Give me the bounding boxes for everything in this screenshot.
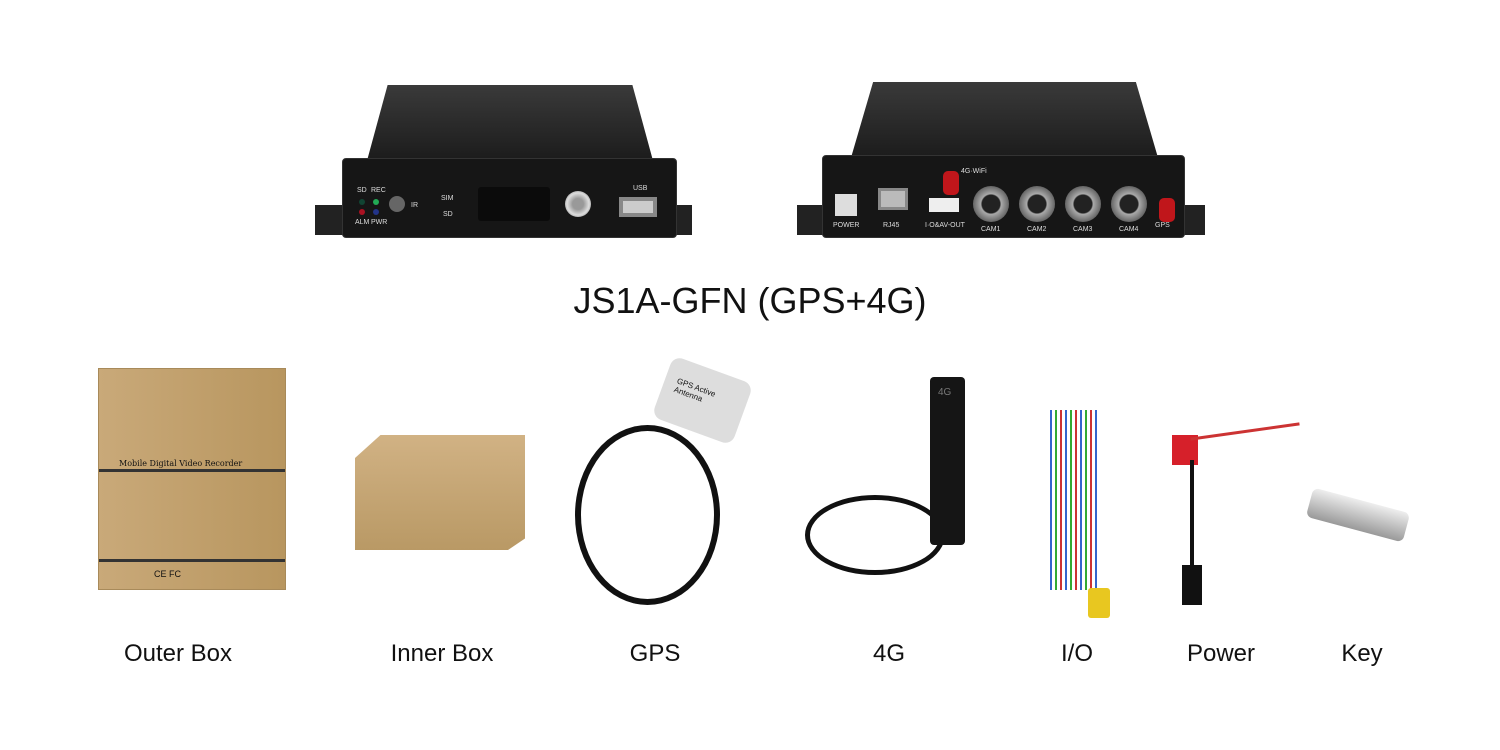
power-connector [835,194,857,216]
pwr-led [373,209,379,215]
power-connector-image [1182,565,1202,605]
io-cable-image [1050,410,1100,590]
front-panel: SD REC ALM PWR IR SIM SD USB [342,158,677,238]
outer-box-image: Mobile Digital Video Recorder CE FC [98,368,286,590]
rj45-port [878,188,908,210]
outer-box-print: Mobile Digital Video Recorder [119,459,243,468]
gps-antenna-connector [1159,198,1175,222]
ir-label: IR [411,202,418,209]
power-wire-red [1190,422,1300,441]
sd-slot-label: SD [443,211,453,218]
io-label: I·O&AV-OUT [925,222,965,229]
alm-led-label: ALM [355,219,370,226]
io-port [929,198,959,212]
card-slot-cover[interactable] [478,187,550,221]
cam3-port [1065,186,1101,222]
cam1-port [973,186,1009,222]
inner-box-image [355,435,525,550]
sd-led [359,199,365,205]
power-wire-black [1190,460,1194,570]
label-power: Power [1186,640,1256,667]
label-outer-box: Outer Box [123,640,233,667]
gps-label: GPS [1155,222,1170,229]
cam2-label: CAM2 [1027,226,1047,233]
label-gps: GPS [629,640,681,667]
usb-label: USB [633,185,648,192]
lock-icon[interactable] [565,191,591,217]
label-inner-box: Inner Box [390,640,494,667]
product-title: JS1A-GFN (GPS+4G) [573,280,927,321]
power-label: POWER [833,222,860,229]
gps-antenna-print: GPS Active Antenna [672,376,717,404]
rec-led [373,199,379,205]
outer-box-marks: CE FC [154,569,181,579]
sim-label: SIM [441,195,454,202]
label-4g: 4G [872,640,906,667]
rj45-label: RJ45 [883,222,900,229]
rear-panel: POWER RJ45 4G·WiFi I·O&AV-OUT CAM1 CAM2 … [822,155,1185,238]
4g-cable-image [805,495,945,575]
rec-led-label: REC [371,187,386,194]
device-top [851,82,1158,157]
4g-antenna-print: 4G [938,387,952,398]
pwr-led-label: PWR [371,219,388,226]
wifi-antenna-connector [943,171,959,195]
sd-led-label: SD [357,187,367,194]
wifi-label: 4G·WiFi [961,168,987,175]
cam4-port [1111,186,1147,222]
io-rca-connector [1088,588,1110,618]
4g-antenna-image: 4G [930,377,965,545]
usb-port[interactable] [619,197,657,217]
cam4-label: CAM4 [1119,226,1139,233]
ir-sensor-icon [389,196,405,212]
alm-led [359,209,365,215]
gps-cable-image [575,425,720,605]
cam3-label: CAM3 [1073,226,1093,233]
label-key: Key [1341,640,1383,667]
device-top [367,85,653,160]
cam1-label: CAM1 [981,226,1001,233]
cam2-port [1019,186,1055,222]
key-image [1305,487,1411,543]
label-io: I/O [1060,640,1094,667]
